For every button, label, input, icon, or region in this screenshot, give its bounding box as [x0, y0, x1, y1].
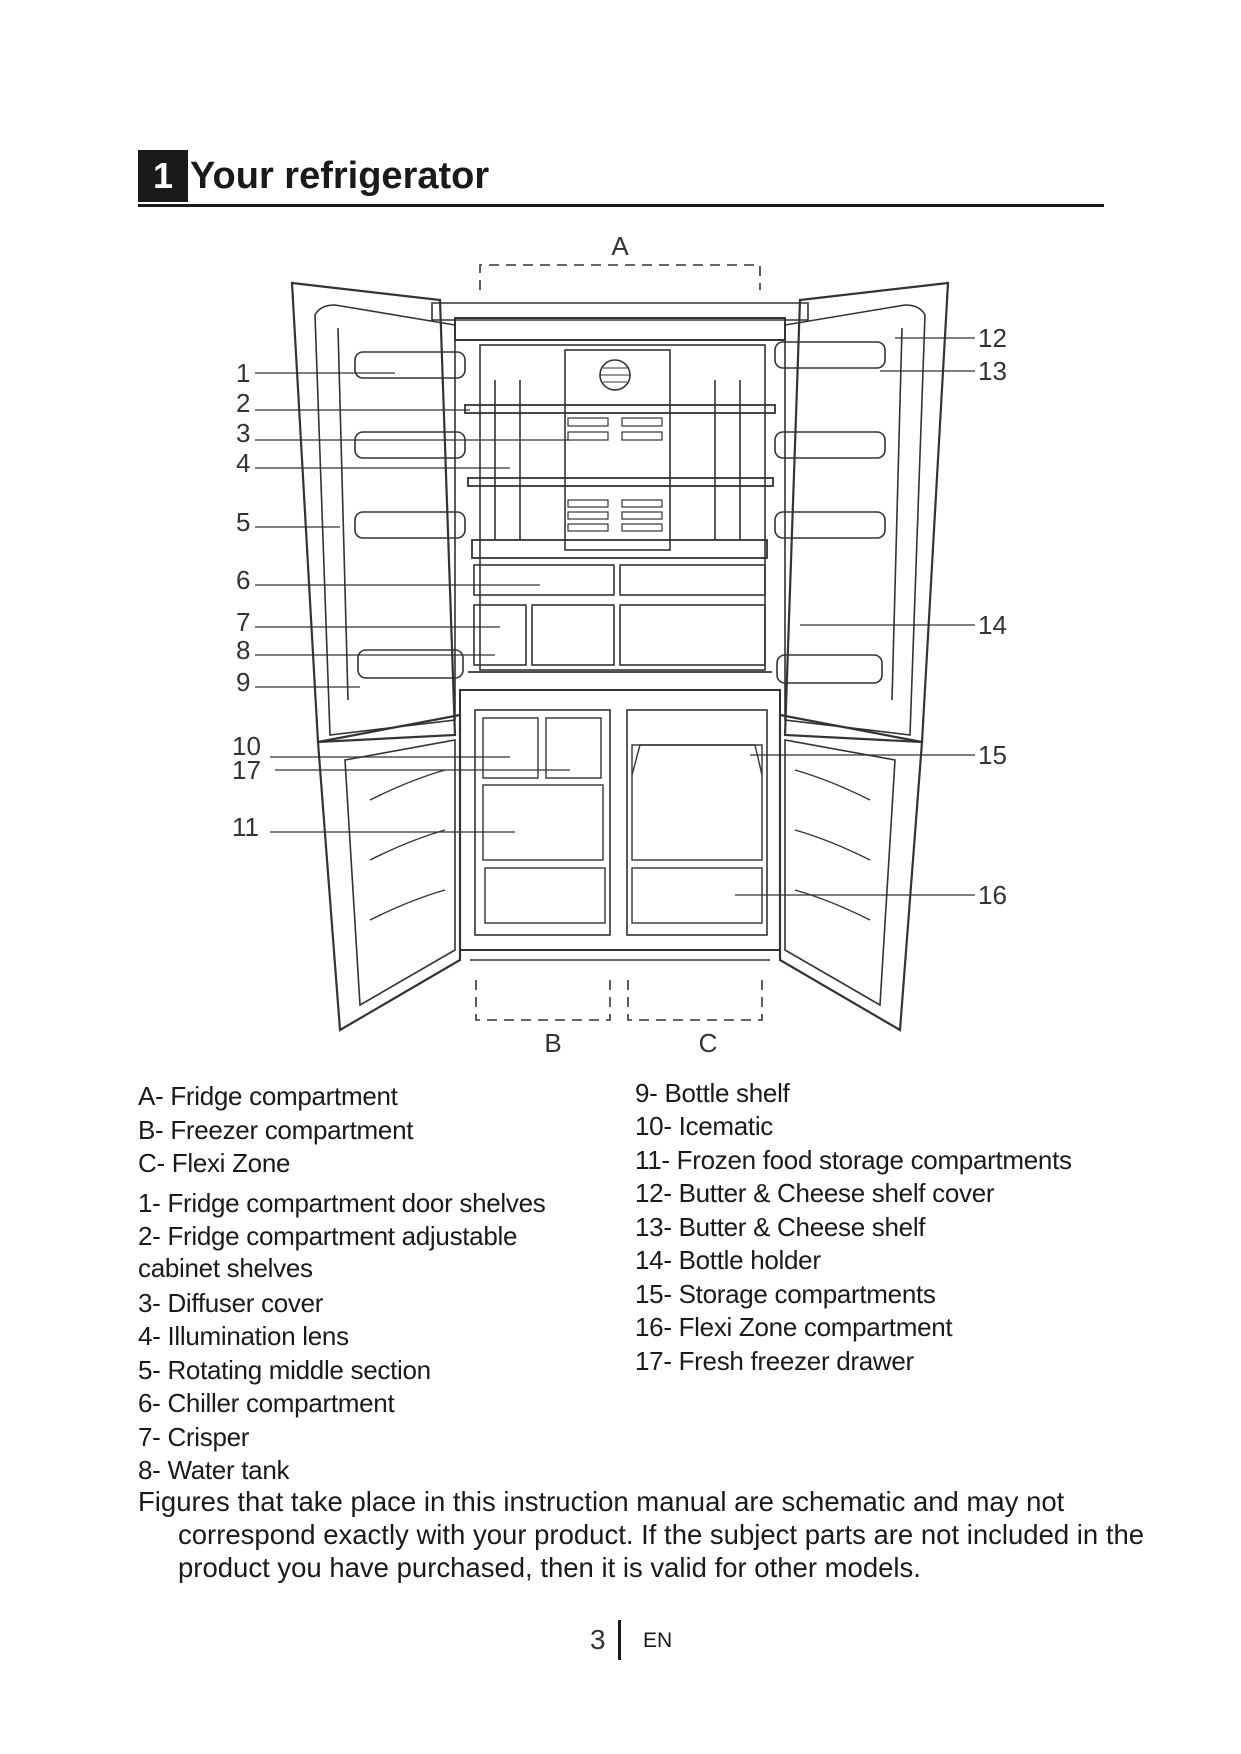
legend-item: 14- Bottle holder	[635, 1244, 821, 1276]
callout-17: 17	[232, 755, 261, 785]
legend-item: 12- Butter & Cheese shelf cover	[635, 1177, 994, 1209]
callout-9: 9	[236, 667, 250, 697]
callout-4: 4	[236, 448, 250, 478]
callout-1: 1	[236, 358, 250, 388]
refrigerator-diagram: A B C 1 2 3 4 5 6 7 8 9 10 17 11 12 13 1…	[0, 0, 1241, 1080]
legend-item: C- Flexi Zone	[138, 1147, 290, 1179]
legend-item: 6- Chiller compartment	[138, 1387, 394, 1419]
legend-item: 17- Fresh freezer drawer	[635, 1345, 914, 1377]
callout-11: 11	[232, 812, 259, 842]
disclaimer-note: Figures that take place in this instruct…	[138, 1485, 1178, 1584]
callout-13: 13	[978, 356, 1007, 386]
callout-12: 12	[978, 323, 1007, 353]
legend-item: 1- Fridge compartment door shelves	[138, 1187, 545, 1219]
callout-8: 8	[236, 635, 250, 665]
label-c: C	[699, 1028, 718, 1058]
callout-5: 5	[236, 507, 250, 537]
legend-item: 2- Fridge compartment adjustable cabinet…	[138, 1220, 578, 1284]
legend-item: 11- Frozen food storage compartments	[635, 1144, 1072, 1176]
legend-item: B- Freezer compartment	[138, 1114, 413, 1146]
page-footer: 3 EN	[0, 1620, 1241, 1660]
legend-item: 4- Illumination lens	[138, 1320, 349, 1352]
callout-2: 2	[236, 388, 250, 418]
legend-item: 15- Storage compartments	[635, 1278, 936, 1310]
label-b: B	[544, 1028, 561, 1058]
callout-7: 7	[236, 607, 250, 637]
callout-16: 16	[978, 880, 1007, 910]
footer-divider	[618, 1620, 621, 1660]
legend-item: 16- Flexi Zone compartment	[635, 1311, 952, 1343]
legend-item: 8- Water tank	[138, 1454, 289, 1486]
legend-item: 9- Bottle shelf	[635, 1077, 789, 1109]
language-code: EN	[643, 1624, 672, 1658]
legend-item: 7- Crisper	[138, 1421, 249, 1453]
label-a: A	[611, 231, 629, 261]
callout-15: 15	[978, 740, 1007, 770]
legend-item: 5- Rotating middle section	[138, 1354, 431, 1386]
legend-item: 3- Diffuser cover	[138, 1287, 323, 1319]
callout-14: 14	[978, 610, 1007, 640]
page-number: 3	[590, 1620, 606, 1660]
legend-item: 13- Butter & Cheese shelf	[635, 1211, 925, 1243]
callout-6: 6	[236, 565, 250, 595]
legend-item: 10- Icematic	[635, 1110, 773, 1142]
callout-3: 3	[236, 418, 250, 448]
legend-item: A- Fridge compartment	[138, 1080, 398, 1112]
